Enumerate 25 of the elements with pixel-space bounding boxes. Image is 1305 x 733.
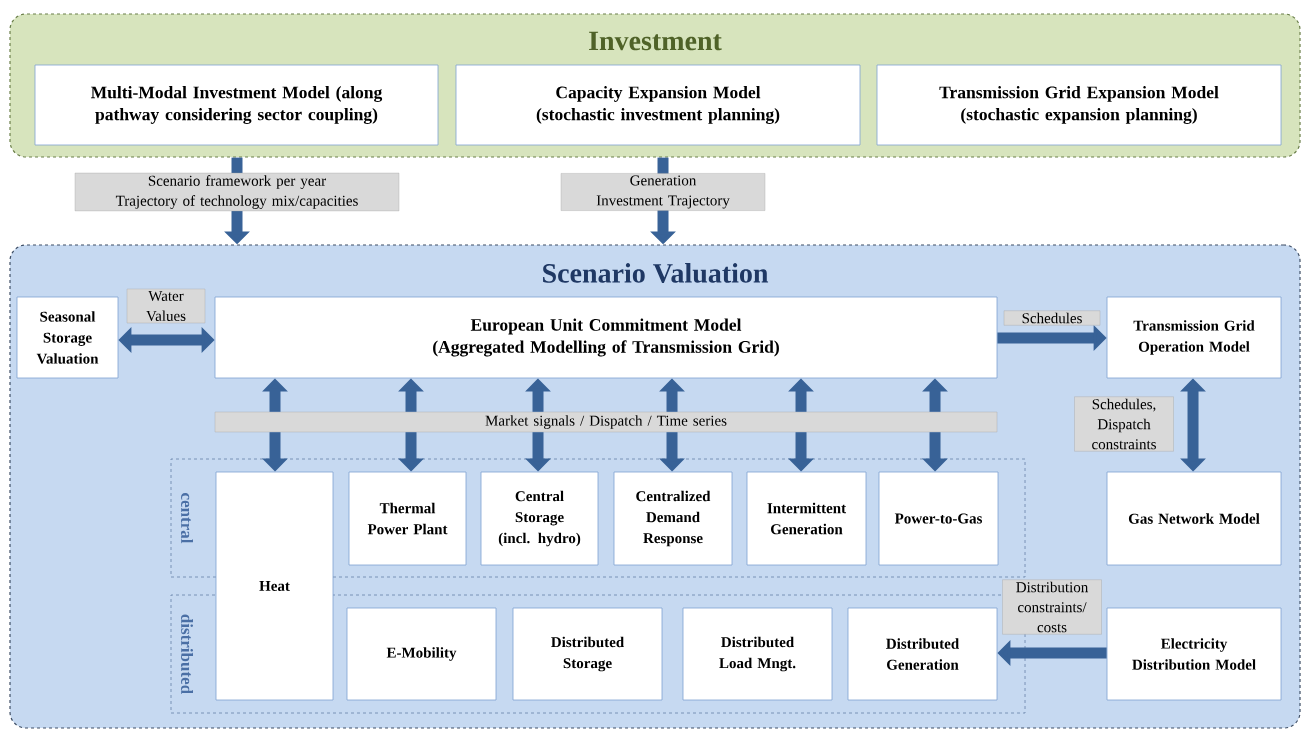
model-box: Transmission Grid Expansion Model (stochastic expansion planning) [876,64,1282,146]
model-box: Electricity Distribution Model [1106,607,1282,701]
model-box: Transmission Grid Operation Model [1106,296,1282,379]
model-box: Centralized Demand Response [613,471,733,566]
model-box: Heat [215,471,334,701]
model-box: Seasonal Storage Valuation [16,296,119,379]
edge-label: Schedules, Dispatch constraints [1074,396,1174,452]
edge-label: Generation Investment Trajectory [560,173,766,211]
model-box: European Unit Commitment Model (Aggregated Modelling of Transmission Grid) [214,296,998,379]
model-box: Gas Network Model [1106,471,1282,566]
model-box: Thermal Power Plant [348,471,467,566]
model-box: Central Storage (incl. hydro) [480,471,599,566]
edge-label: Water Values [126,288,206,324]
model-box: Intermittent Generation [746,471,867,566]
model-box: Capacity Expansion Model (stochastic investment planning) [455,64,861,146]
signal-bar: Market signals / Dispatch / Time series [214,411,998,433]
edge-label: Scenario framework per year Trajectory of technology mix/capacities [74,172,400,212]
model-box: Distributed Generation [847,607,998,701]
model-box: Distributed Storage [512,607,663,701]
model-box: Distributed Load Mngt. [682,607,833,701]
edge-label: Schedules [1003,310,1101,326]
model-box: E-Mobility [346,607,497,701]
model-box: Power-to-Gas [878,471,999,566]
edge-label: Distribution constraints/ costs [1002,579,1102,635]
model-box: Multi-Modal Investment Model (along pathway considering sector coupling) [34,64,439,146]
